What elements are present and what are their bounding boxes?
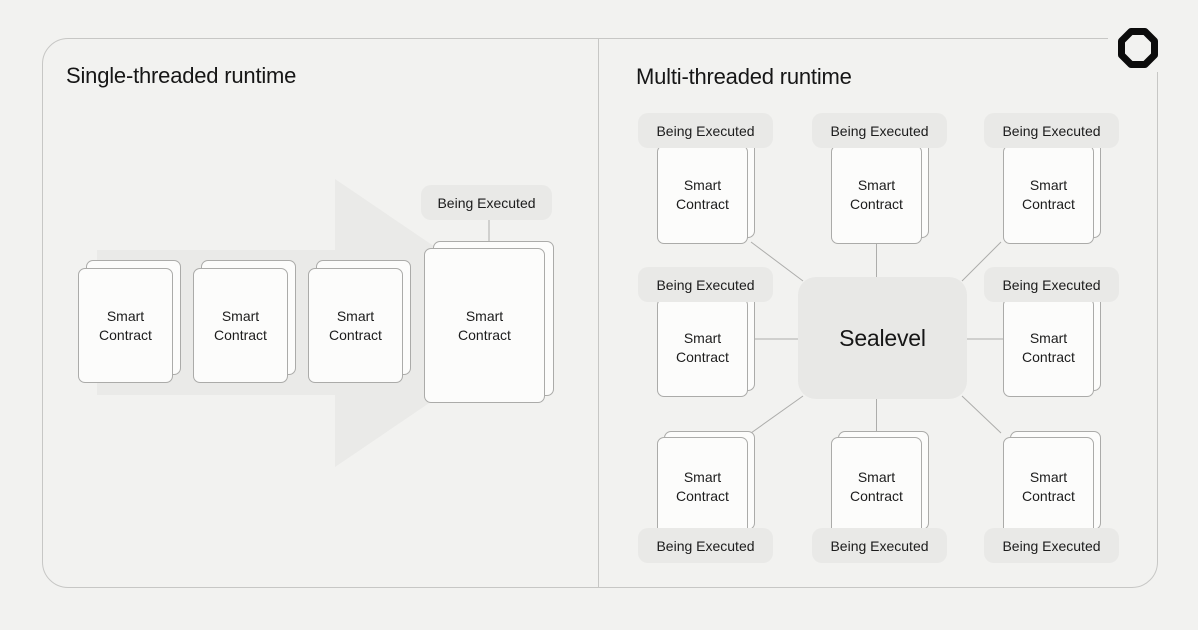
card-label: Smart Contract bbox=[676, 330, 729, 365]
badge-label: Being Executed bbox=[830, 122, 929, 139]
smart-contract-card: Smart Contract bbox=[424, 248, 545, 403]
being-executed-badge: Being Executed bbox=[638, 113, 773, 148]
smart-contract-card: Smart Contract bbox=[657, 437, 748, 536]
badge-label: Being Executed bbox=[437, 194, 536, 211]
badge-label: Being Executed bbox=[1002, 276, 1101, 293]
being-executed-badge: Being Executed bbox=[984, 528, 1119, 563]
card-label: Smart Contract bbox=[1022, 177, 1075, 212]
badge-label: Being Executed bbox=[1002, 537, 1101, 554]
badge-label: Being Executed bbox=[656, 276, 755, 293]
badge-label: Being Executed bbox=[656, 122, 755, 139]
worker-stack-middle-right: Smart Contract bbox=[1003, 292, 1102, 398]
being-executed-badge: Being Executed bbox=[421, 185, 552, 220]
smart-contract-card: Smart Contract bbox=[657, 298, 748, 397]
worker-stack-bottom-left: Smart Contract bbox=[657, 431, 756, 537]
card-label: Smart Contract bbox=[850, 469, 903, 504]
hub-label: Sealevel bbox=[839, 324, 926, 351]
being-executed-badge: Being Executed bbox=[812, 113, 947, 148]
smart-contract-card: Smart Contract bbox=[78, 268, 173, 383]
octagon-ring-logo-icon bbox=[1118, 28, 1158, 68]
worker-stack-top-left: Smart Contract bbox=[657, 139, 756, 245]
being-executed-badge: Being Executed bbox=[638, 267, 773, 302]
card-label: Smart Contract bbox=[329, 308, 382, 343]
badge-label: Being Executed bbox=[830, 537, 929, 554]
being-executed-badge: Being Executed bbox=[984, 267, 1119, 302]
being-executed-badge: Being Executed bbox=[984, 113, 1119, 148]
smart-contract-card: Smart Contract bbox=[1003, 145, 1094, 244]
right-panel-title: Multi-threaded runtime bbox=[636, 64, 852, 89]
waiting-contract-stack-3: Smart Contract bbox=[308, 260, 411, 383]
card-label: Smart Contract bbox=[850, 177, 903, 212]
worker-stack-top-right: Smart Contract bbox=[1003, 139, 1102, 245]
worker-stack-top-middle: Smart Contract bbox=[831, 139, 930, 245]
card-label: Smart Contract bbox=[1022, 469, 1075, 504]
smart-contract-card: Smart Contract bbox=[308, 268, 403, 383]
worker-stack-bottom-right: Smart Contract bbox=[1003, 431, 1102, 537]
waiting-contract-stack-2: Smart Contract bbox=[193, 260, 296, 383]
panel-divider bbox=[598, 39, 599, 587]
card-label: Smart Contract bbox=[458, 308, 511, 343]
card-label: Smart Contract bbox=[676, 177, 729, 212]
smart-contract-card: Smart Contract bbox=[657, 145, 748, 244]
worker-stack-middle-left: Smart Contract bbox=[657, 292, 756, 398]
card-label: Smart Contract bbox=[676, 469, 729, 504]
smart-contract-card: Smart Contract bbox=[193, 268, 288, 383]
left-panel-title: Single-threaded runtime bbox=[66, 63, 297, 88]
smart-contract-card: Smart Contract bbox=[831, 145, 922, 244]
active-contract-stack: Smart Contract bbox=[424, 241, 555, 404]
smart-contract-card: Smart Contract bbox=[1003, 298, 1094, 397]
card-label: Smart Contract bbox=[1022, 330, 1075, 365]
smart-contract-card: Smart Contract bbox=[831, 437, 922, 536]
waiting-contract-stack-1: Smart Contract bbox=[78, 260, 181, 383]
being-executed-badge: Being Executed bbox=[812, 528, 947, 563]
being-executed-badge: Being Executed bbox=[638, 528, 773, 563]
smart-contract-card: Smart Contract bbox=[1003, 437, 1094, 536]
card-label: Smart Contract bbox=[214, 308, 267, 343]
badge-label: Being Executed bbox=[656, 537, 755, 554]
diagram-frame bbox=[42, 38, 1158, 588]
sealevel-hub: Sealevel bbox=[798, 277, 967, 399]
badge-label: Being Executed bbox=[1002, 122, 1101, 139]
worker-stack-bottom-middle: Smart Contract bbox=[831, 431, 930, 537]
card-label: Smart Contract bbox=[99, 308, 152, 343]
